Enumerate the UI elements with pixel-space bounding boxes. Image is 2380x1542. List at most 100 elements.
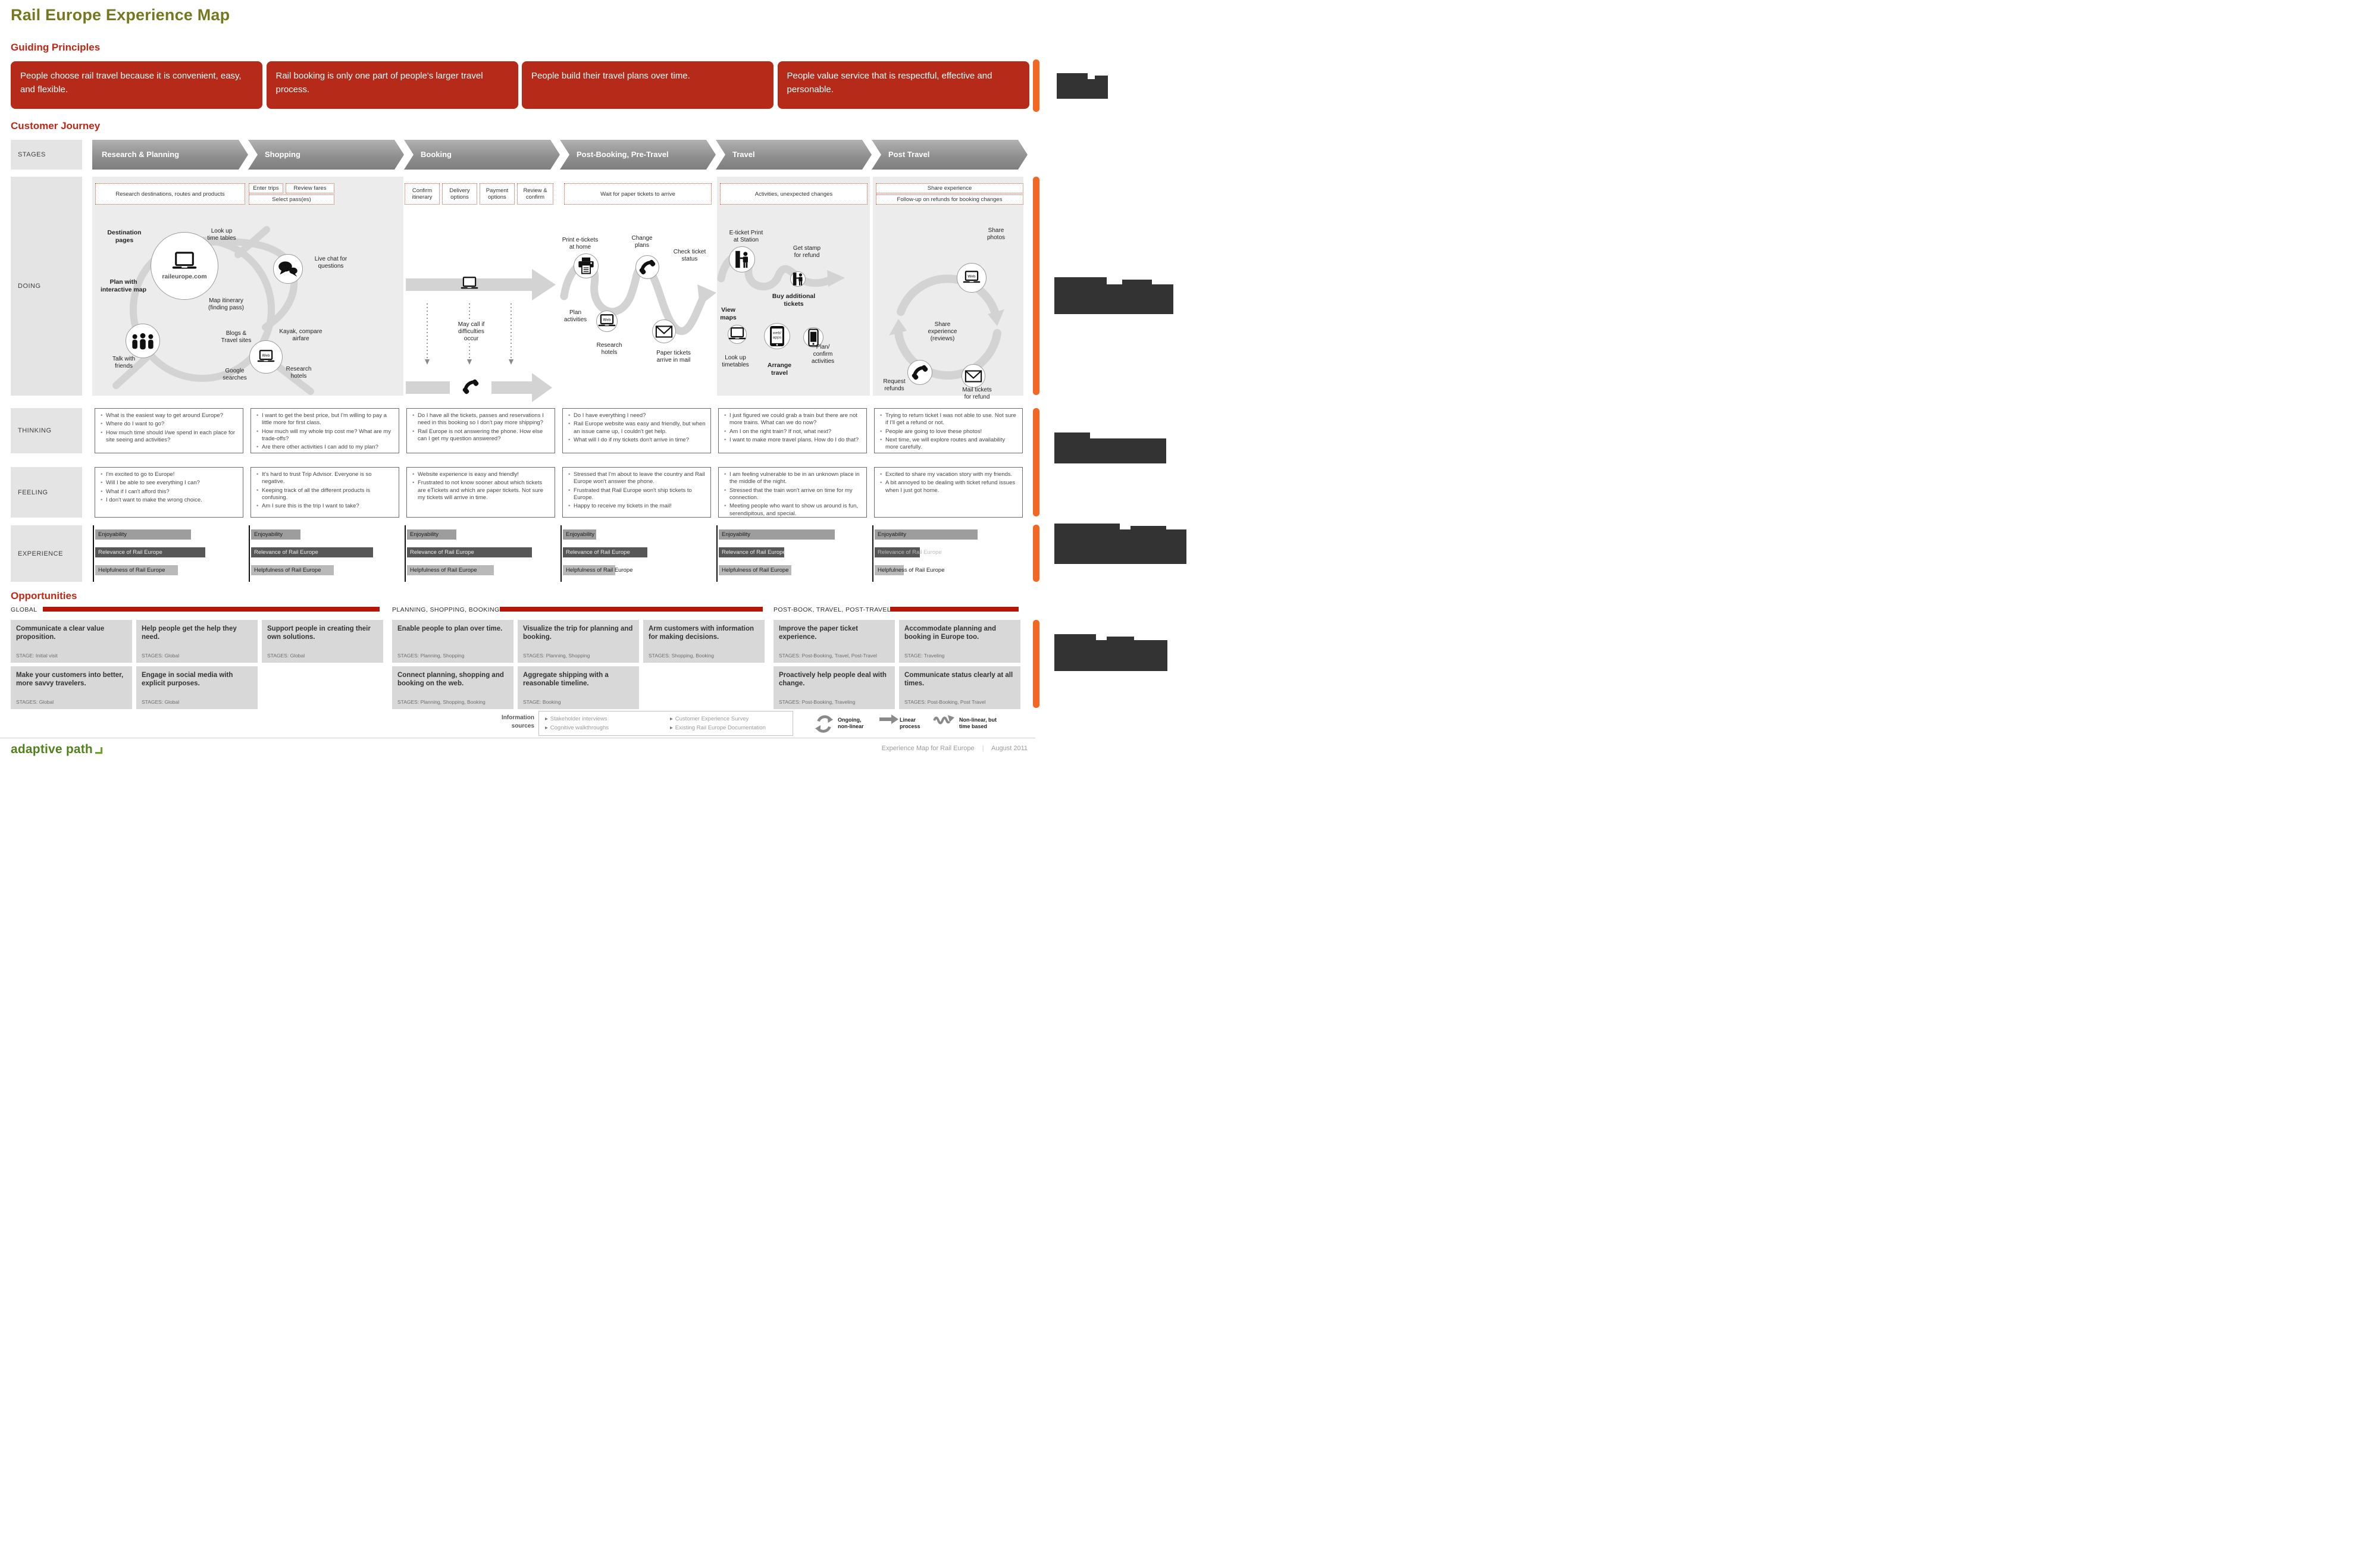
logo-text: adaptive path [11, 742, 93, 756]
doing-activity-label: May call if difficulties occur [447, 321, 495, 343]
quote-bullet: I want to make more travel plans. How do… [724, 437, 862, 444]
experience-bar: Relevance of Rail Europe [407, 547, 532, 557]
experience-bar-label: Helpfulness of Rail Europe [410, 567, 477, 573]
smartphone-icon [803, 327, 823, 347]
experience-bar: Helpfulness of Rail Europe [95, 565, 178, 575]
doing-activity-label: Research hotels [596, 342, 622, 356]
feeling-box: I'm excited to go to Europe!Will I be ab… [95, 467, 243, 518]
opportunity-title: Accommodate planning and booking in Euro… [904, 625, 996, 641]
opportunity-band-bar [43, 607, 380, 612]
experience-bar: Enjoyability [407, 529, 456, 540]
thinking-box: I want to get the best price, but I'm wi… [250, 408, 399, 453]
opportunity-stages: STAGES: Global [142, 653, 180, 659]
guiding-principle-card: Rail booking is only one part of people'… [266, 61, 518, 109]
task-box: Activities, unexpected changes [720, 183, 868, 205]
experience-bar: Relevance of Rail Europe [563, 547, 647, 557]
experience-axis-line [249, 525, 250, 582]
phone-icon [459, 377, 483, 397]
stage-chevron: Research & Planning [92, 140, 248, 170]
experience-bar: Enjoyability [563, 529, 596, 540]
quote-bullet: Will I be able to see everything I can? [101, 479, 238, 487]
stage-chevron: Post Travel [872, 140, 1028, 170]
task-box: Research destinations, routes and produc… [95, 183, 245, 205]
opportunity-card: Improve the paper ticket experience. STAG… [774, 620, 895, 663]
redacted-annotation-block [1130, 526, 1166, 531]
task-box: Share experience [876, 183, 1023, 193]
quote-bullet: Do I have everything I need? [568, 412, 706, 420]
quote-bullet: Happy to receive my tickets in the mail! [568, 503, 706, 510]
experience-bar-label: Enjoyability [410, 531, 439, 538]
opportunity-title: Enable people to plan over time. [397, 625, 503, 632]
section-heading-customer-journey: Customer Journey [11, 120, 101, 131]
footer-credit: Experience Map for Rail Europe | August … [881, 745, 1028, 752]
opportunity-title: Improve the paper ticket experience. [779, 625, 858, 641]
doing-activity-label: Share photos [987, 227, 1006, 242]
quote-bullet: What will I do if my tickets don't arriv… [568, 437, 706, 444]
experience-bar: Relevance of Rail Europe [719, 547, 786, 557]
opportunity-title: Visualize the trip for planning and book… [523, 625, 633, 641]
doing-activity-label: Look up timetables [722, 355, 749, 369]
opportunity-card: Communicate a clear value proposition.ST… [11, 620, 132, 663]
task-box: Review & confirm [517, 183, 553, 205]
task-box: Enter trips [249, 183, 283, 193]
opportunity-card: Proactively help people deal with change… [774, 666, 895, 709]
opportunity-title: Make your customers into better, more sa… [16, 672, 124, 688]
experience-bar: Enjoyability [875, 529, 978, 540]
envelope-icon [652, 319, 676, 343]
orange-rail-bar [1033, 59, 1039, 112]
opportunity-band-label: PLANNING, SHOPPING, BOOKING [392, 606, 500, 613]
opportunity-card: Support people in creating their own sol… [262, 620, 383, 663]
opportunity-card: Engage in social media with explicit pur… [136, 666, 258, 709]
page-title: Rail Europe Experience Map [11, 6, 230, 24]
source-item: ▸Cognitive walkthroughs [545, 723, 662, 732]
source-item-label: Customer Experience Survey [675, 715, 749, 722]
experience-bar: Helpfulness of Rail Europe [875, 565, 944, 575]
guiding-principle-card: People value service that is respectful,… [777, 61, 1029, 109]
thinking-box: Do I have all the tickets, passes and re… [406, 408, 555, 453]
stage-chevron: Shopping [248, 140, 404, 170]
redacted-annotation-block [1095, 76, 1108, 80]
experience-axis-line [872, 525, 873, 582]
opportunity-card: Aggregate shipping with a reasonable tim… [518, 666, 639, 709]
opportunity-stages: STAGES: Post-Booking, Travel, Post-Trave… [779, 653, 877, 659]
doing-activity-label: Request refunds [883, 378, 906, 393]
guiding-principle-card: People build their travel plans over tim… [522, 61, 774, 109]
experience-axis-line [93, 525, 94, 582]
opportunity-stages: STAGES: Post-Booking, Traveling [779, 699, 856, 705]
redacted-annotation-block [1057, 79, 1108, 99]
doing-activity-label: Check ticket status [673, 249, 706, 263]
source-item: ▸Stakeholder interviews [545, 714, 662, 723]
source-item-label: Stakeholder interviews [550, 715, 607, 722]
quote-bullet: Meeting people who want to show us aroun… [724, 503, 862, 518]
opportunity-title: Aggregate shipping with a reasonable tim… [523, 672, 609, 688]
task-box: Payment options [480, 183, 515, 205]
stage-chevron: Travel [716, 140, 872, 170]
section-heading-guiding-principles: Guiding Principles [11, 42, 101, 53]
redacted-annotation-block [1054, 284, 1173, 314]
doing-activity-label: Map itinerary (finding pass) [208, 297, 245, 312]
doing-activity-label: Destination pages [107, 229, 142, 244]
experience-bar: Enjoyability [719, 529, 835, 540]
quote-bullet: A bit annoyed to be dealing with ticket … [880, 479, 1017, 494]
svg-text:web/: web/ [772, 331, 781, 336]
quote-bullet: Are there other activities I can add to … [256, 444, 394, 452]
quote-bullet: Frustrated that Rail Europe won't ship t… [568, 487, 706, 502]
row-label-thinking: THINKING [11, 408, 82, 453]
task-box: Select pass(es) [249, 195, 334, 205]
doing-activity-label: Arrange travel [767, 362, 792, 377]
opportunity-stages: STAGE: Booking [523, 699, 561, 705]
feeling-box: It's hard to trust Trip Advisor. Everyon… [250, 467, 399, 518]
experience-bar-label: Enjoyability [254, 531, 283, 538]
guiding-principle-card: People choose rail travel because it is … [11, 61, 262, 109]
thinking-box: Do I have everything I need?Rail Europe … [562, 408, 711, 453]
doing-activity-label: Google searches [223, 368, 247, 382]
legend-label: Linear process [900, 717, 920, 729]
experience-bar: Helpfulness of Rail Europe [719, 565, 791, 575]
triangle-bullet-icon: ▸ [670, 725, 673, 731]
orange-rail-bar [1033, 525, 1039, 582]
legend-label: Non-linear, but time based [959, 717, 997, 729]
experience-axis-line [560, 525, 562, 582]
phone-icon [635, 255, 659, 279]
quote-bullet: Am I on the right train? If not, what ne… [724, 428, 862, 436]
source-item-label: Cognitive walkthroughs [550, 725, 609, 731]
